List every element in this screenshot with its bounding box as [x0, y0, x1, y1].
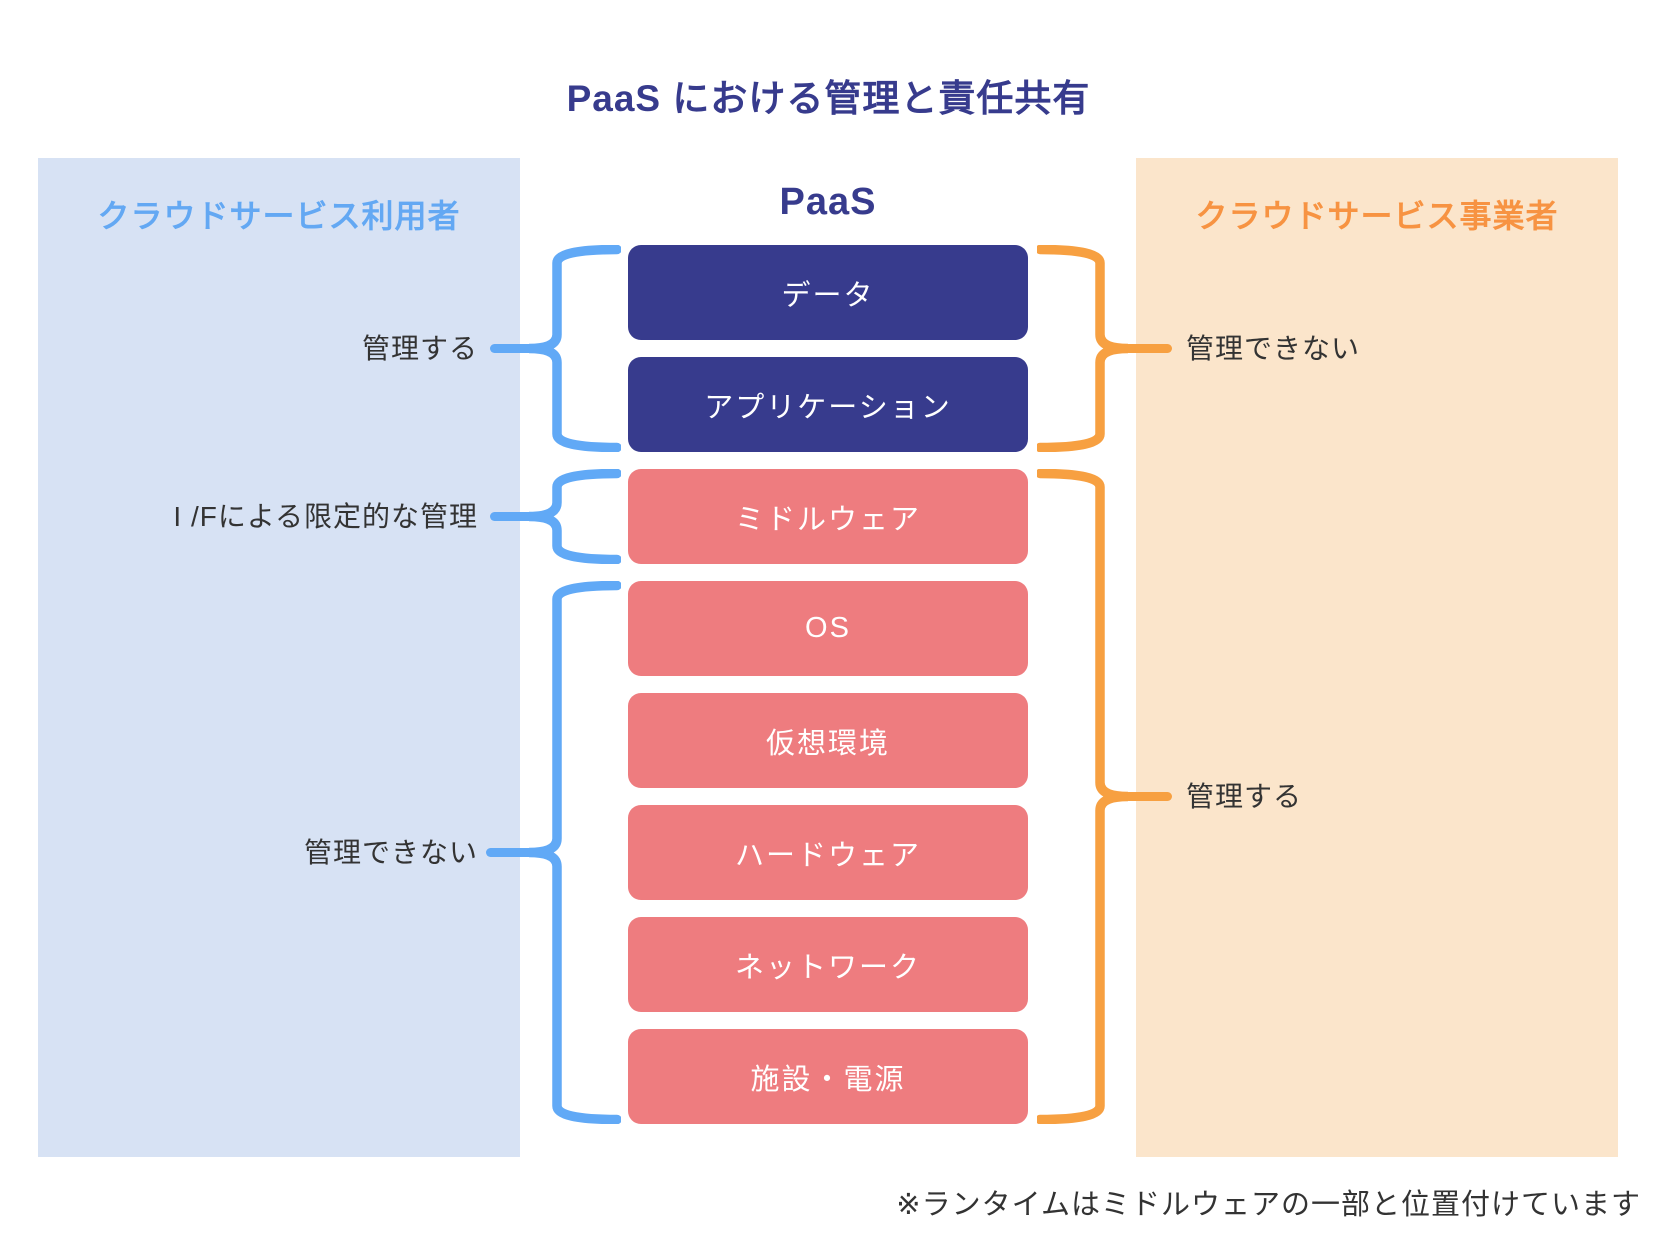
left-brace-cannot-manage-icon [528, 581, 621, 1124]
cloud-user-panel-title: クラウドサービス利用者 [97, 198, 461, 234]
stack-box-network: ネットワーク [628, 917, 1028, 1012]
runtime-footnote: ※ランタイムはミドルウェアの一部と位置付けています [896, 1189, 1641, 1221]
right-brace-manage-icon [1037, 469, 1129, 1124]
connector-line-cannot-left [486, 848, 534, 857]
stack-box-facility: 施設・電源 [628, 1029, 1028, 1124]
stack-box-data: データ [628, 245, 1028, 340]
user-limited-label: I /Fによる限定的な管理 [173, 501, 478, 532]
provider-cannot-label: 管理できない [1186, 333, 1361, 364]
stack-box-virtual-env: 仮想環境 [628, 693, 1028, 788]
cloud-provider-panel-title: クラウドサービス事業者 [1195, 198, 1559, 234]
stack-box-hardware: ハードウェア [628, 805, 1028, 900]
cloud-user-panel: クラウドサービス利用者 [38, 158, 520, 1157]
connector-line-cannot-right [1124, 344, 1172, 353]
user-cannot-label: 管理できない [303, 837, 478, 868]
left-brace-limited-icon [528, 469, 621, 564]
connector-line-limited [490, 512, 534, 521]
cloud-provider-panel: クラウドサービス事業者 [1136, 158, 1618, 1157]
connector-line-manage-right [1124, 792, 1172, 801]
stack-box-application: アプリケーション [628, 357, 1028, 452]
left-brace-manage-icon [528, 245, 621, 452]
provider-manage-label: 管理する [1186, 781, 1303, 812]
user-manage-label: 管理する [361, 333, 478, 364]
connector-line-manage [490, 344, 534, 353]
stack-box-middleware: ミドルウェア [628, 469, 1028, 564]
right-brace-cannot-manage-icon [1037, 245, 1129, 452]
paas-stack-title: PaaS [779, 181, 877, 223]
stack-box-os: OS [628, 581, 1028, 676]
diagram-title: PaaS における管理と責任共有 [566, 78, 1091, 119]
